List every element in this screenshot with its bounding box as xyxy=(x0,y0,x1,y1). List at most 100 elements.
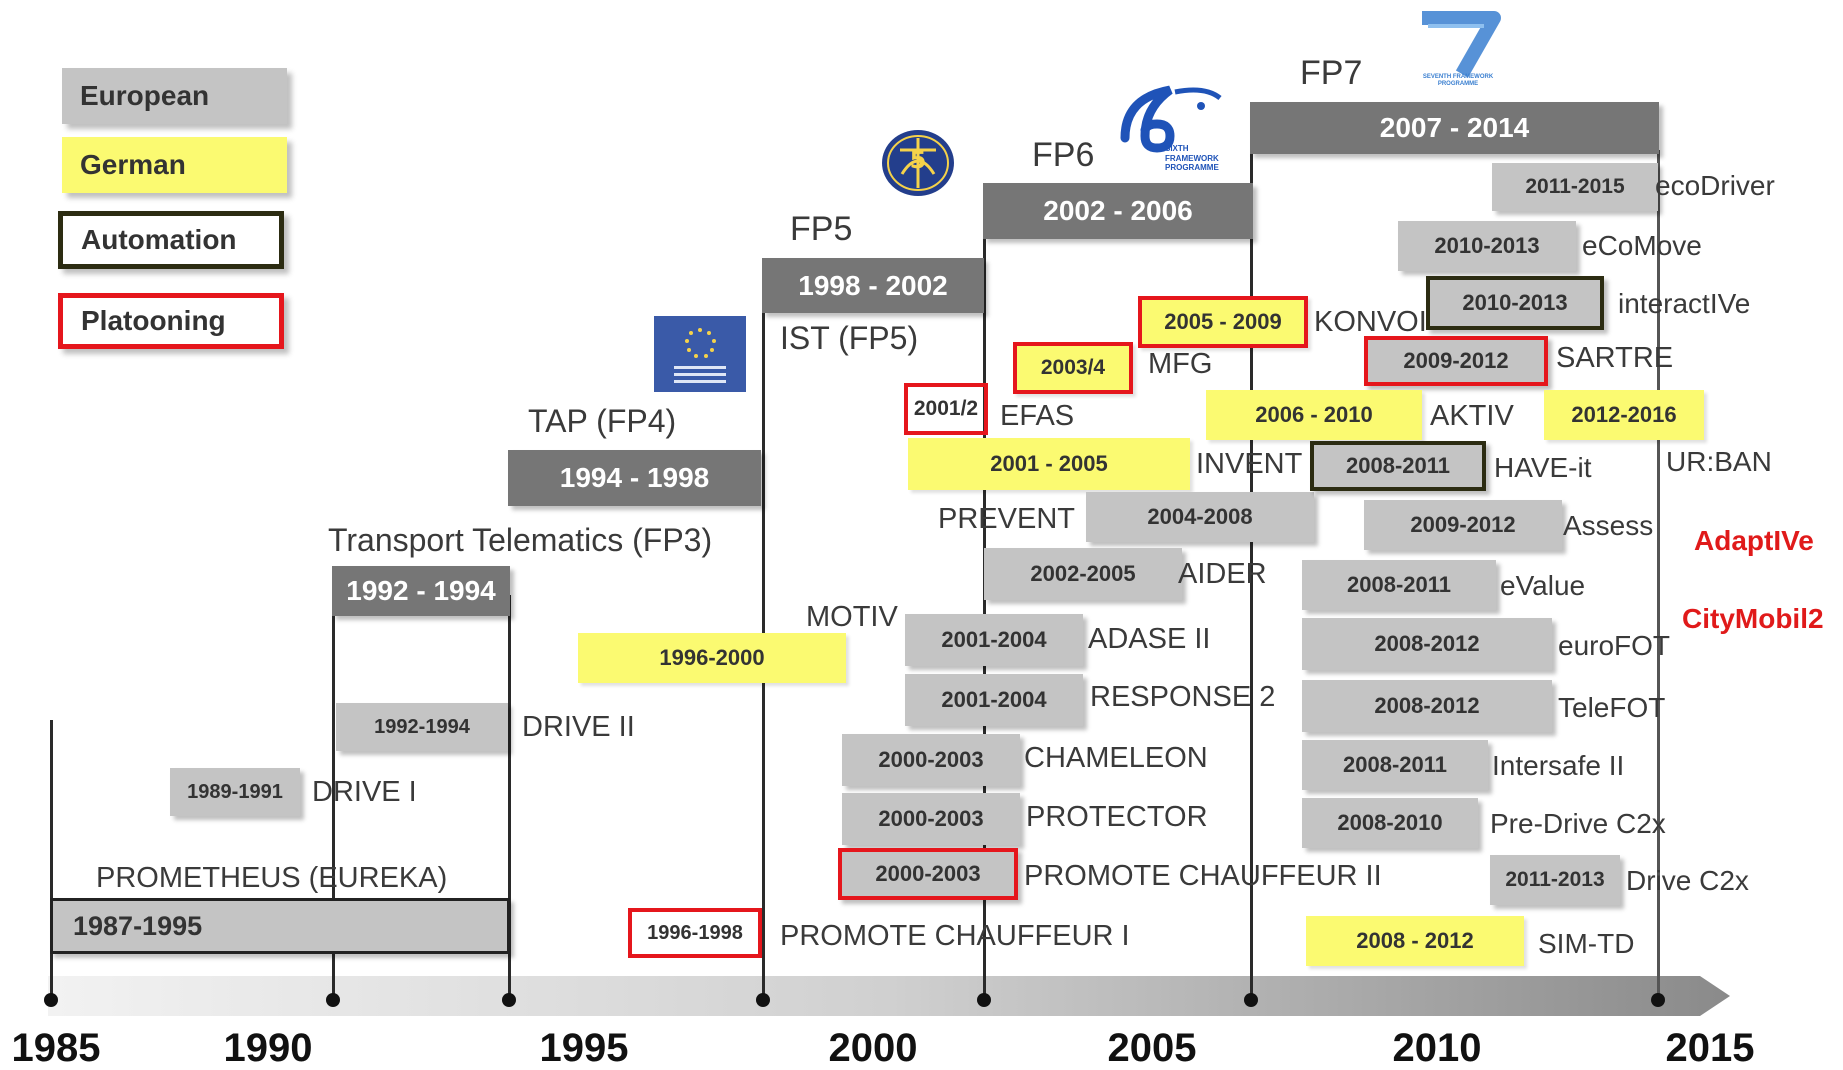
project-drivec2x-years: 2011-2013 xyxy=(1490,855,1620,905)
project-mfg-name: MFG xyxy=(1148,348,1213,380)
svg-text:5: 5 xyxy=(910,146,927,174)
project-konvoi-name-clip: KONVOI xyxy=(1314,306,1430,342)
project-urban-years: 2012-2016 xyxy=(1544,390,1704,440)
project-aktiv-years: 2006 - 2010 xyxy=(1206,390,1422,440)
project-telefot-years: 2008-2012 xyxy=(1302,680,1552,732)
project-urban-name: UR:BAN xyxy=(1666,446,1772,477)
highlight-citymobil2: CityMobil2 xyxy=(1682,603,1824,634)
legend-german: German xyxy=(62,137,287,193)
project-intersafe2-name: Intersafe II xyxy=(1492,750,1625,781)
fp5-ist-label: IST (FP5) xyxy=(780,320,919,356)
project-mfg-years: 2003/4 xyxy=(1013,342,1133,394)
fp7-years: 2007 - 2014 xyxy=(1250,102,1659,154)
fp6-years: 2002 - 2006 xyxy=(983,183,1253,239)
project-ecomove-name: eCoMove xyxy=(1582,230,1702,261)
project-intersafe2-years: 2008-2011 xyxy=(1302,740,1488,790)
highlight-adaptive: AdaptIVe xyxy=(1694,525,1814,556)
project-response2-years: 2001-2004 xyxy=(905,674,1083,726)
project-prevent-name: PREVENT xyxy=(938,503,1075,535)
fp6-logo-text: SIXTH FRAMEWORK PROGRAMME xyxy=(1165,144,1219,173)
project-promote2-name: PROMOTE CHAUFFEUR II xyxy=(1024,860,1382,892)
prometheus-start-line xyxy=(50,720,53,1000)
fp5-globe-logo: 5 xyxy=(880,128,956,198)
project-interactive-years: 2010-2013 xyxy=(1426,276,1604,330)
project-promote1-name: PROMOTE CHAUFFEUR I xyxy=(780,920,1130,952)
project-sartre-name: SARTRE xyxy=(1556,342,1674,374)
fp4-years: 1994 - 1998 xyxy=(508,450,761,506)
project-drive2-name: DRIVE II xyxy=(522,711,635,743)
project-promote1-years: 1996-1998 xyxy=(628,908,762,958)
project-interactive-name: interactIVe xyxy=(1618,288,1751,319)
project-drive2-years: 1992-1994 xyxy=(336,703,508,751)
year-2005: 2005 xyxy=(1107,1026,1197,1070)
project-evalue-years: 2008-2011 xyxy=(1302,560,1496,610)
fp7-logo: SEVENTH FRAMEWORK PROGRAMME xyxy=(1410,8,1506,92)
timeline-dot-1998 xyxy=(756,993,770,1007)
project-konvoi-years: 2005 - 2009 xyxy=(1138,296,1308,348)
legend-automation: Automation xyxy=(58,211,284,269)
year-2015: 2015 xyxy=(1665,1026,1755,1070)
project-eurofot-years: 2008-2012 xyxy=(1302,618,1552,670)
fp4-label: TAP (FP4) xyxy=(528,403,677,439)
legend-platooning: Platooning xyxy=(58,293,284,349)
project-telefot-name: TeleFOT xyxy=(1558,692,1666,723)
timeline-dot-1991 xyxy=(326,993,340,1007)
fp6-label: FP6 xyxy=(1032,136,1095,174)
fp5-label: FP5 xyxy=(790,210,853,248)
fp3-label: Transport Telematics (FP3) xyxy=(328,522,713,558)
year-1985: 1985 xyxy=(11,1026,101,1070)
fp7-label: FP7 xyxy=(1300,54,1363,92)
project-simtd-years: 2008 - 2012 xyxy=(1306,916,1524,966)
fp7-start-line xyxy=(1250,150,1253,1000)
project-efas-years: 2001/2 xyxy=(904,383,988,435)
project-efas-name: EFAS xyxy=(1000,400,1075,432)
project-ecodriver-name: ecoDriver xyxy=(1655,170,1775,201)
project-haveit-years: 2008-2011 xyxy=(1310,441,1486,491)
project-chameleon-name: CHAMELEON xyxy=(1024,742,1208,774)
project-konvoi-name: KONVOI xyxy=(1314,306,1427,338)
project-adase2-name: ADASE II xyxy=(1088,623,1211,655)
legend-european: European xyxy=(62,68,287,124)
project-protector-years: 2000-2003 xyxy=(842,793,1020,845)
year-2000: 2000 xyxy=(828,1026,918,1070)
project-invent-years: 2001 - 2005 xyxy=(908,438,1190,490)
project-adase2-years: 2001-2004 xyxy=(905,614,1083,666)
project-prevent-years: 2004-2008 xyxy=(1086,492,1314,542)
year-1995: 1995 xyxy=(539,1026,629,1070)
project-invent-name: INVENT xyxy=(1196,448,1303,480)
fp3-start-line xyxy=(332,595,335,1000)
project-evalue-name: eValue xyxy=(1500,570,1586,601)
project-haveit-name: HAVE-it xyxy=(1494,452,1592,483)
fp3-years: 1992 - 1994 xyxy=(332,566,510,616)
project-ecomove-years: 2010-2013 xyxy=(1398,221,1576,271)
project-predrive-name: Pre-Drive C2x xyxy=(1490,808,1666,839)
project-protector-name: PROTECTOR xyxy=(1026,801,1208,833)
project-aktiv-name: AKTIV xyxy=(1430,400,1514,432)
project-chameleon-years: 2000-2003 xyxy=(842,734,1020,786)
fp7-end-line xyxy=(1657,150,1660,1000)
project-aider-name: AIDER xyxy=(1178,558,1267,590)
project-ecodriver-years: 2011-2015 xyxy=(1492,163,1658,211)
fp5-years: 1998 - 2002 xyxy=(762,258,984,313)
project-response2-name: RESPONSE 2 xyxy=(1090,681,1276,713)
project-predrive-years: 2008-2010 xyxy=(1302,798,1478,848)
project-sartre-years: 2009-2012 xyxy=(1364,336,1548,386)
project-assess-name: Assess xyxy=(1563,510,1654,541)
project-aider-years: 2002-2005 xyxy=(984,548,1182,600)
project-drive1-name: DRIVE I xyxy=(312,776,417,808)
project-promote2-years: 2000-2003 xyxy=(838,848,1018,900)
project-assess-years: 2009-2012 xyxy=(1364,500,1562,550)
timeline-dot-2014 xyxy=(1651,993,1665,1007)
fp6-logo: SIXTH FRAMEWORK PROGRAMME xyxy=(1115,78,1225,172)
project-eurofot-name: euroFOT xyxy=(1558,630,1671,661)
year-1990: 1990 xyxy=(223,1026,313,1070)
project-drivec2x-name: Drive C2x xyxy=(1626,865,1749,896)
project-motiv-years: 1996-2000 xyxy=(578,633,846,683)
year-2010: 2010 xyxy=(1392,1026,1482,1070)
prometheus-years: 1987-1995 xyxy=(50,898,510,954)
project-simtd-name: SIM-TD xyxy=(1538,928,1635,959)
fp7-logo-text: SEVENTH FRAMEWORK PROGRAMME xyxy=(1422,74,1494,87)
project-motiv-name: MOTIV xyxy=(806,601,898,633)
fp3-end-line xyxy=(508,595,511,1000)
